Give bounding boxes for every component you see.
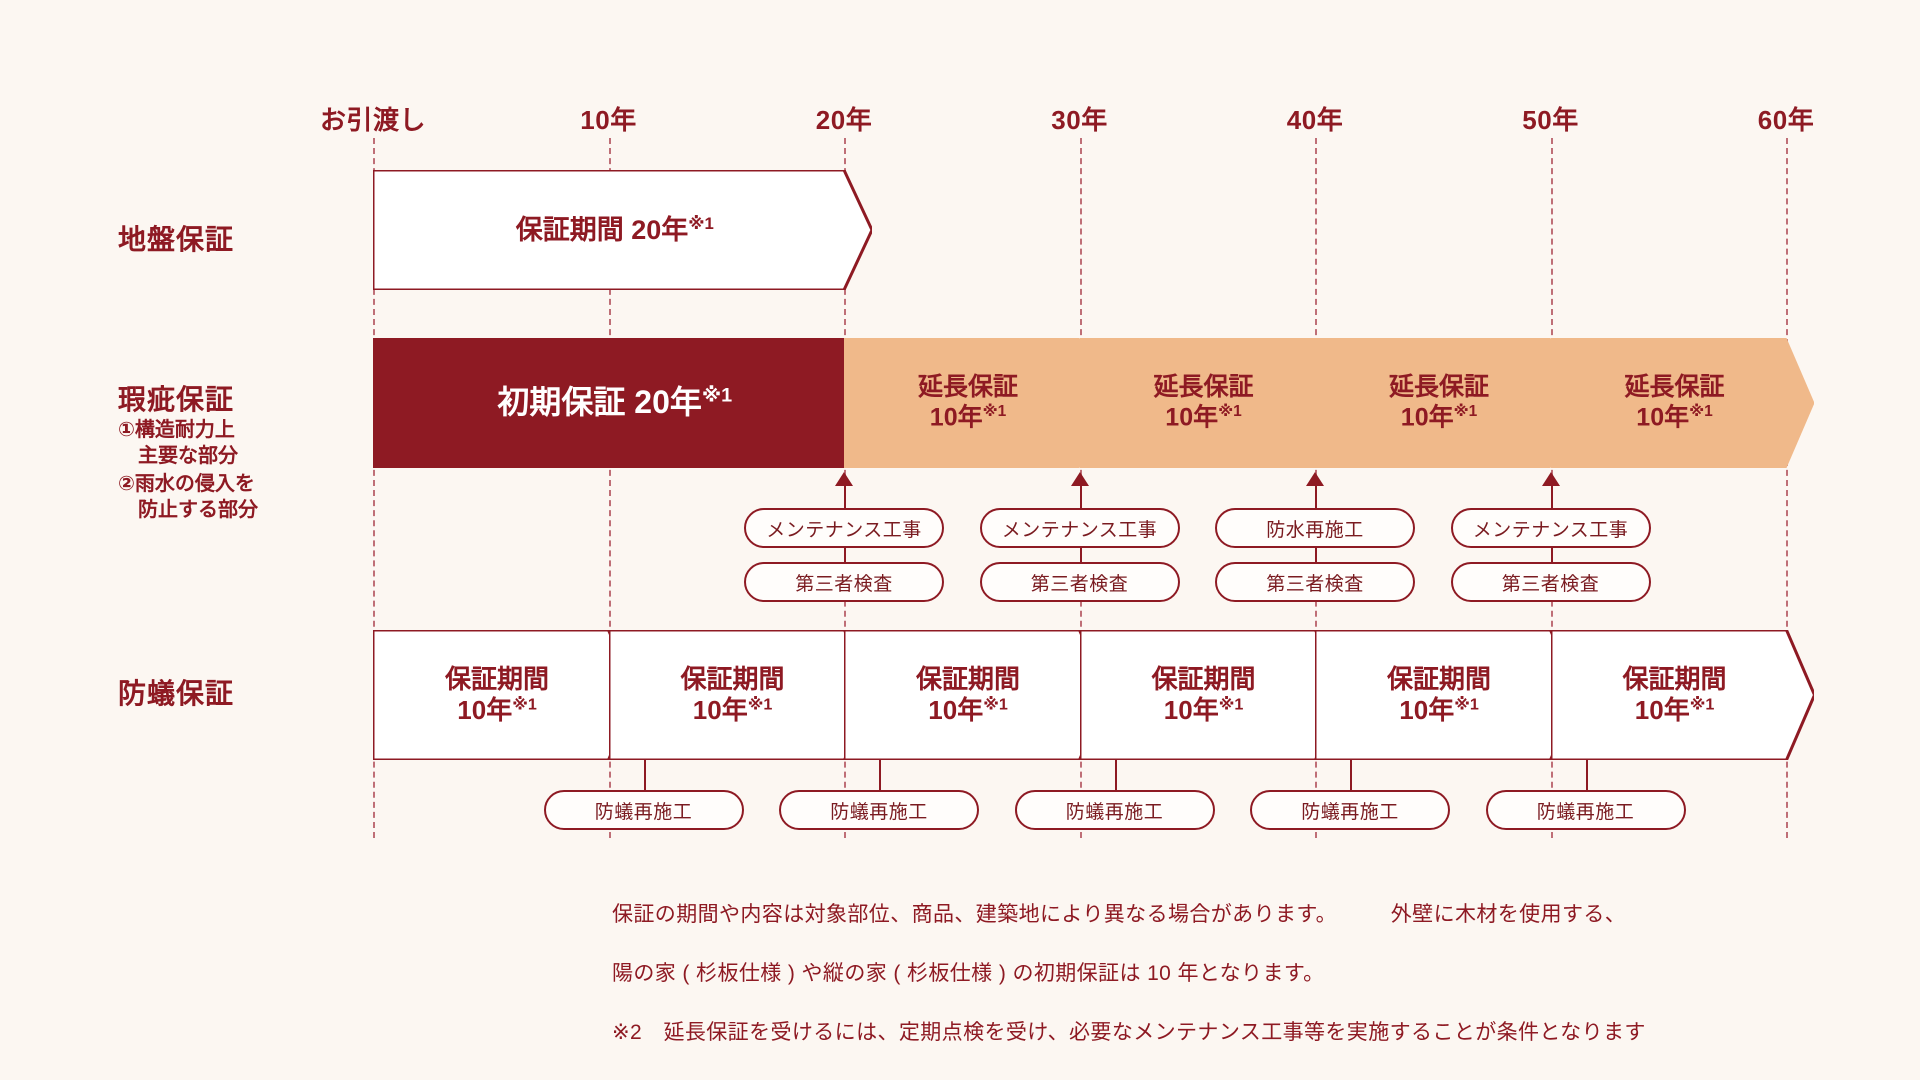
termite-bar-label: 保証期間 10年※1 [680, 664, 785, 725]
footnote-line-2: 陽の家 ( 杉板仕様 ) や縦の家 ( 杉板仕様 ) の初期保証は 10 年とな… [612, 962, 1325, 985]
defect-bar-shape [1550, 338, 1814, 468]
treatment-connector-0 [643, 760, 646, 790]
axis-label-delivery: お引渡し [319, 105, 427, 135]
ground-bar-shape [373, 170, 872, 290]
condition-connector-bottom-2 [1315, 548, 1317, 562]
row-subitem-structure: ①構造耐力上 主要な部分 [118, 419, 238, 467]
termite-bar-shape [1550, 630, 1814, 760]
row-title-defect: 瑕疵保証 [118, 384, 235, 415]
defect-bar-shape [844, 338, 1108, 468]
defect-bar-0: 初期保証 20年※1 [373, 338, 872, 468]
condition-pill-inspection-0[interactable]: 第三者検査 [744, 562, 944, 602]
condition-pill-inspection-1[interactable]: 第三者検査 [979, 562, 1180, 602]
axis-label-20y: 20年 [815, 105, 873, 135]
condition-pill-work-2[interactable]: 防水再施工 [1215, 508, 1415, 548]
termite-bar-label: 保証期間 10年※1 [1151, 664, 1256, 725]
termite-bar-label: 保証期間 10年※1 [1622, 664, 1727, 725]
condition-pill-work-3[interactable]: メンテナンス工事 [1450, 508, 1651, 548]
defect-bar-footnote-marker: ※1 [1218, 402, 1242, 420]
guide-line-60y [1786, 138, 1788, 838]
defect-bar-label: 延長保証 10年※1 [1624, 373, 1725, 432]
defect-bar-footnote-marker: ※1 [982, 402, 1007, 420]
condition-up-arrow-0 [835, 472, 853, 486]
ground-bar-0: 保証期間 20年※1 [373, 170, 872, 290]
condition-connector-bottom-1 [1079, 548, 1082, 562]
termite-bar-label: 保証期間 10年※1 [1387, 664, 1492, 725]
defect-bar-shape [1079, 338, 1343, 468]
treatment-pill-1[interactable]: 防蟻再施工 [779, 790, 979, 830]
treatment-connector-1 [879, 760, 881, 790]
axis-label-10y: 10年 [580, 105, 637, 135]
axis-label-60y: 60年 [1757, 105, 1815, 135]
condition-pill-inspection-2[interactable]: 第三者検査 [1215, 562, 1415, 602]
defect-bar-footnote-marker: ※1 [701, 384, 733, 407]
defect-bar-footnote-marker: ※1 [1453, 402, 1478, 420]
axis-label-50y: 50年 [1522, 105, 1579, 135]
condition-connector-top-0 [844, 486, 846, 508]
termite-bar-0: 保証期間 10年※1 [373, 630, 637, 760]
defect-bar-label: 延長保証 10年※1 [1389, 373, 1490, 432]
row-title-ground: 地盤保証 [118, 224, 235, 255]
condition-pill-work-0[interactable]: メンテナンス工事 [744, 508, 944, 548]
row-title-termite: 防蟻保証 [118, 678, 235, 709]
condition-up-arrow-3 [1541, 472, 1560, 486]
treatment-pill-4[interactable]: 防蟻再施工 [1485, 790, 1686, 830]
treatment-pill-0[interactable]: 防蟻再施工 [543, 790, 744, 830]
footnote-line-3: ※2 延長保証を受けるには、定期点検を受け、必要なメンテナンス工事等を実施するこ… [612, 1021, 1646, 1044]
defect-bar-label: 延長保証 10年※1 [918, 373, 1019, 432]
termite-bar-footnote-marker: ※1 [512, 695, 537, 714]
termite-bar-2: 保証期間 10年※1 [844, 630, 1108, 760]
termite-bar-footnote-marker: ※1 [983, 695, 1008, 714]
termite-bar-footnote-marker: ※1 [1689, 695, 1715, 714]
guide-line-delivery [373, 138, 375, 838]
treatment-pill-3[interactable]: 防蟻再施工 [1250, 790, 1450, 830]
condition-pill-work-1[interactable]: メンテナンス工事 [979, 508, 1180, 548]
termite-bar-1: 保証期間 10年※1 [608, 630, 872, 760]
termite-bar-3: 保証期間 10年※1 [1079, 630, 1343, 760]
termite-bar-5: 保証期間 10年※1 [1550, 630, 1814, 760]
termite-bar-4: 保証期間 10年※1 [1315, 630, 1579, 760]
axis-label-40y: 40年 [1286, 105, 1344, 135]
treatment-connector-3 [1350, 760, 1352, 790]
condition-connector-top-1 [1079, 486, 1082, 508]
ground-bar-label: 保証期間 20年※1 [515, 213, 714, 245]
termite-bar-footnote-marker: ※1 [1218, 695, 1244, 714]
termite-bar-footnote-marker: ※1 [747, 695, 773, 714]
condition-up-arrow-2 [1306, 472, 1324, 486]
axis-label-30y: 30年 [1051, 105, 1108, 135]
treatment-pill-2[interactable]: 防蟻再施工 [1014, 790, 1215, 830]
termite-bar-label: 保証期間 10年※1 [445, 664, 550, 725]
termite-bar-footnote-marker: ※1 [1454, 695, 1479, 714]
condition-connector-top-2 [1315, 486, 1317, 508]
condition-pill-inspection-3[interactable]: 第三者検査 [1450, 562, 1651, 602]
condition-up-arrow-1 [1070, 472, 1089, 486]
defect-bar-shape [1315, 338, 1579, 468]
defect-bar-4: 延長保証 10年※1 [1550, 338, 1814, 468]
defect-bar-shape [373, 338, 872, 468]
condition-connector-bottom-0 [844, 548, 846, 562]
ground-bar-footnote-marker: ※1 [688, 213, 714, 233]
defect-bar-2: 延長保証 10年※1 [1079, 338, 1343, 468]
termite-bar-label: 保証期間 10年※1 [916, 664, 1021, 725]
condition-connector-top-3 [1550, 486, 1553, 508]
treatment-connector-4 [1585, 760, 1588, 790]
condition-connector-bottom-3 [1550, 548, 1553, 562]
treatment-connector-2 [1114, 760, 1117, 790]
defect-bar-1: 延長保証 10年※1 [844, 338, 1108, 468]
defect-bar-label: 延長保証 10年※1 [1153, 373, 1254, 432]
row-subitem-rainwater: ②雨水の侵入を 防止する部分 [118, 473, 258, 521]
footnote-line-1: 保証の期間や内容は対象部位、商品、建築地により異なる場合があります。 外壁に木材… [612, 903, 1627, 926]
defect-bar-label: 初期保証 20年※1 [497, 384, 733, 421]
guide-line-10y [608, 138, 611, 838]
defect-bar-3: 延長保証 10年※1 [1315, 338, 1579, 468]
defect-bar-footnote-marker: ※1 [1689, 402, 1713, 420]
